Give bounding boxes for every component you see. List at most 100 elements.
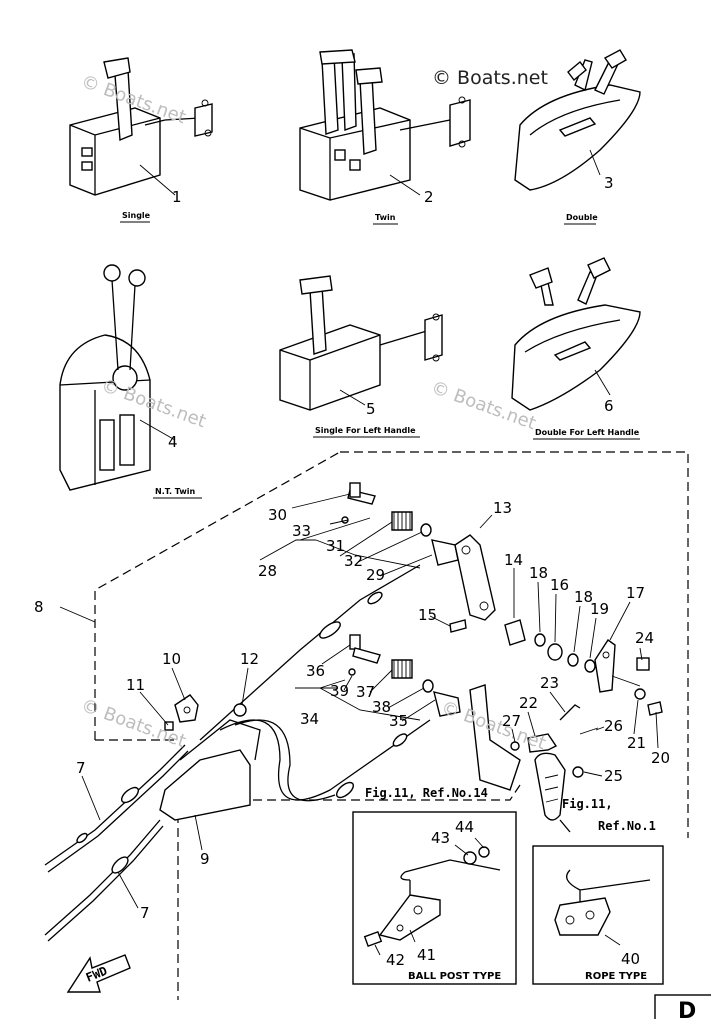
control-box-double-left [511,257,641,411]
callout-31: 31 [326,537,345,555]
plate-22 [527,733,558,753]
callout-26: 26 [604,717,623,735]
ref-fig11-1-b: Ref.No.1 [598,819,656,833]
callout-15: 15 [418,606,437,624]
callout-34: 34 [300,710,319,728]
callout-21: 21 [627,734,646,752]
cable-7-upper [44,744,189,873]
callout-1: 1 [172,188,182,206]
inset-ball-post [352,811,517,985]
callout-7a: 7 [76,759,86,777]
caption-nt-twin: N.T. Twin [155,487,196,496]
callout-25: 25 [604,767,623,785]
fwd-arrow: FWD [66,954,131,993]
callout-41: 41 [417,946,436,964]
nut-25 [572,766,584,778]
ref-fig11-14: Fig.11, Ref.No.14 [365,786,488,800]
caption-twin: Twin [375,213,396,222]
pin-14 [504,619,526,646]
callout-5: 5 [366,400,376,418]
rope-parts [554,869,651,946]
callout-27: 27 [502,712,521,730]
callout-10: 10 [162,650,181,668]
bracket-9 [159,749,251,821]
cable-7-lower [44,819,164,942]
callout-38: 38 [372,698,391,716]
callout-18a: 18 [529,564,548,582]
bracket-17 [594,639,616,693]
caption-single-left: Single For Left Handle [315,426,416,435]
control-box-double [514,49,641,191]
group-28-parts [341,482,459,566]
callout-40: 40 [621,950,640,968]
rod-23 [559,704,581,721]
watermark-main: © Boats.net [432,67,548,89]
corner-letter: D [678,999,696,1019]
pin-15 [449,619,467,633]
callout-6: 6 [604,397,614,415]
nut-19 [584,659,596,673]
control-box-single-left [279,275,443,411]
lever-13 [454,534,496,621]
pin-26 [579,727,599,735]
bolt-20 [647,701,663,716]
caption-double: Double [566,213,598,222]
callout-8: 8 [34,598,44,616]
callout-20: 20 [651,749,670,767]
callout-2: 2 [424,188,434,206]
bushing-16 [547,643,563,661]
washer-18a [534,633,546,647]
assembly-outline-8 [94,451,689,1000]
caption-double-left: Double For Left Handle [535,428,640,437]
arm-ref-14 [469,684,521,791]
washer-18b [567,653,579,667]
callout-16: 16 [550,576,569,594]
caption-single: Single [122,211,151,220]
clamp-10 [174,694,199,723]
callout-29: 29 [366,566,385,584]
callout-22: 22 [519,694,538,712]
bolt-12 [233,703,247,717]
corner-box [654,994,711,1019]
group-34-parts [348,634,461,717]
washer-21 [634,688,646,700]
callout-32: 32 [344,552,363,570]
callout-14: 14 [504,551,523,569]
callout-43: 43 [431,829,450,847]
callout-42: 42 [386,951,405,969]
control-box-twin [299,49,471,201]
control-box-nt-twin [59,264,176,491]
part-callouts: 1 2 3 4 5 6 7 7 8 9 10 11 12 13 14 15 16… [34,174,670,969]
screw-11 [164,721,174,731]
callout-24: 24 [635,629,654,647]
label-ball-post-type: BALL POST TYPE [408,971,501,982]
label-rope-type: ROPE TYPE [585,971,647,982]
callout-35: 35 [389,712,408,730]
callout-7b: 7 [140,904,150,922]
captions: Single Twin Double N.T. Twin Single For … [120,211,640,499]
ref-fig11-1-a: Fig.11, [562,797,613,811]
callout-9: 9 [200,850,210,868]
callout-30: 30 [268,506,287,524]
callout-37: 37 [356,683,375,701]
callout-23: 23 [540,674,559,692]
nut-24 [636,657,650,671]
callout-4: 4 [168,433,178,451]
callout-13: 13 [493,499,512,517]
callout-44: 44 [455,818,474,836]
callout-19: 19 [590,600,609,618]
handle-ref-1 [534,752,566,821]
callout-36: 36 [306,662,325,680]
callout-12: 12 [240,650,259,668]
callout-18b: 18 [574,588,593,606]
callout-17: 17 [626,584,645,602]
callout-3: 3 [604,174,614,192]
callout-28: 28 [258,562,277,580]
control-box-single [69,57,213,196]
leader-lines [81,493,659,909]
ball-post-parts [363,837,501,956]
callout-39: 39 [330,682,349,700]
callout-33: 33 [292,522,311,540]
callout-11: 11 [126,676,145,694]
